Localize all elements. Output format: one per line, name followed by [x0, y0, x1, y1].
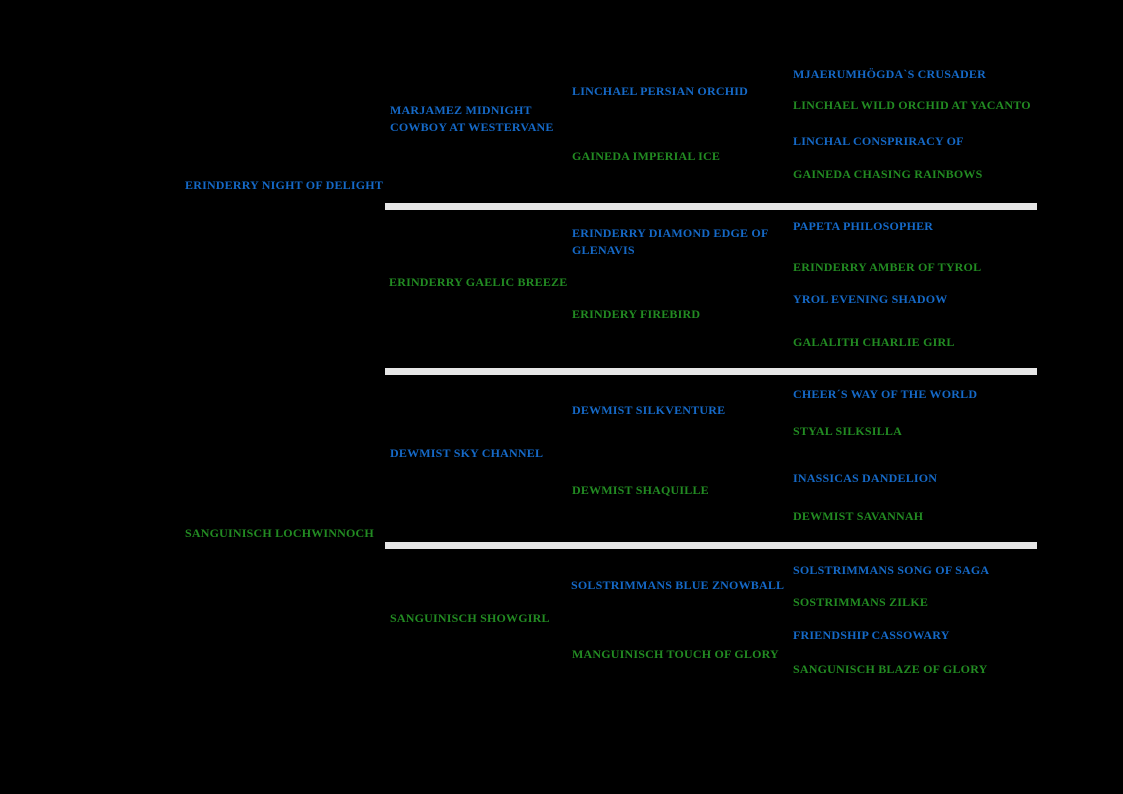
pedigree-entry-sss-sire[interactable]: MJAERUMHÖGDA`S CRUSADER	[793, 67, 986, 81]
pedigree-entry-sire-sire[interactable]: MARJAMEZ MIDNIGHT COWBOY AT WESTERVANE	[390, 103, 554, 134]
pedigree-entry-sd-dam[interactable]: ERINDERY FIREBIRD	[572, 307, 701, 321]
pedigree-entry-dd-dam[interactable]: MANGUINISCH TOUCH OF GLORY	[572, 647, 779, 661]
pedigree-entry-sire[interactable]: ERINDERRY NIGHT OF DELIGHT	[185, 178, 384, 192]
pedigree-entry-ssd-dam[interactable]: GAINEDA CHASING RAINBOWS	[793, 167, 983, 181]
pedigree-entry-dsd-dam[interactable]: DEWMIST SAVANNAH	[793, 509, 924, 523]
pedigree-entry-ds-sire[interactable]: DEWMIST SILKVENTURE	[572, 403, 726, 417]
pedigree-entry-sdd-dam[interactable]: GALALITH CHARLIE GIRL	[793, 335, 955, 349]
pedigree-entry-dss-dam[interactable]: STYAL SILKSILLA	[793, 424, 902, 438]
pedigree-entry-sds-sire[interactable]: PAPETA PHILOSOPHER	[793, 219, 934, 233]
generation-divider	[385, 368, 1037, 375]
pedigree-entry-sd-sire[interactable]: ERINDERRY DIAMOND EDGE OF GLENAVIS	[572, 226, 769, 257]
pedigree-entry-dam-dam[interactable]: SANGUINISCH SHOWGIRL	[390, 611, 550, 625]
pedigree-entry-ss-sire[interactable]: LINCHAEL PERSIAN ORCHID	[572, 84, 748, 98]
pedigree-entry-dds-dam[interactable]: SOSTRIMMANS ZILKE	[793, 595, 929, 609]
pedigree-entry-ddd-dam[interactable]: SANGUNISCH BLAZE OF GLORY	[793, 662, 988, 676]
pedigree-entry-sire-dam[interactable]: ERINDERRY GAELIC BREEZE	[389, 275, 568, 289]
generation-divider	[385, 203, 1037, 210]
pedigree-entry-dds-sire[interactable]: SOLSTRIMMANS SONG OF SAGA	[793, 563, 990, 577]
pedigree-entry-sss-dam[interactable]: LINCHAEL WILD ORCHID AT YACANTO	[793, 98, 1031, 112]
pedigree-entry-dam[interactable]: SANGUINISCH LOCHWINNOCH	[185, 526, 374, 540]
pedigree-entry-ds-dam[interactable]: DEWMIST SHAQUILLE	[572, 483, 709, 497]
pedigree-entry-sdd-sire[interactable]: YROL EVENING SHADOW	[793, 292, 948, 306]
pedigree-entry-sds-dam[interactable]: ERINDERRY AMBER OF TYROL	[793, 260, 982, 274]
pedigree-entry-dam-sire[interactable]: DEWMIST SKY CHANNEL	[390, 446, 544, 460]
pedigree-entry-ddd-sire[interactable]: FRIENDSHIP CASSOWARY	[793, 628, 950, 642]
pedigree-entry-dss-sire[interactable]: CHEER´S WAY OF THE WORLD	[793, 387, 978, 401]
pedigree-entry-dd-sire[interactable]: SOLSTRIMMANS BLUE ZNOWBALL	[571, 578, 785, 592]
pedigree-entry-dsd-sire[interactable]: INASSICAS DANDELION	[793, 471, 938, 485]
pedigree-entry-ssd-sire[interactable]: LINCHAL CONSPRIRACY OF	[793, 134, 964, 148]
generation-divider	[385, 542, 1037, 549]
pedigree-entry-ss-dam[interactable]: GAINEDA IMPERIAL ICE	[572, 149, 721, 163]
